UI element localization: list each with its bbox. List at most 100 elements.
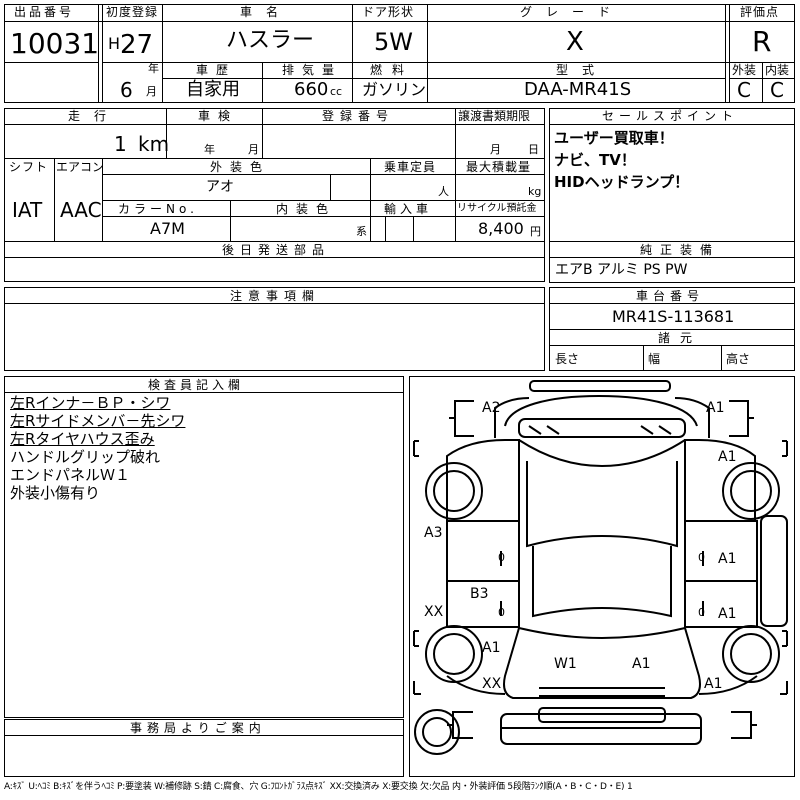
ext-color-label: 外装色 bbox=[210, 160, 271, 174]
inspector-line-3: 左Rタイヤハウス歪み bbox=[10, 430, 155, 448]
mark-w1-front: W1 bbox=[554, 656, 577, 672]
displacement-unit: cc bbox=[330, 85, 343, 98]
reg-no-label: 登録番号 bbox=[322, 109, 395, 123]
mark-xx-left-mid: XX bbox=[424, 604, 444, 620]
fuel: ガソリン bbox=[362, 80, 427, 99]
first-reg-year-unit: 年 bbox=[148, 62, 159, 75]
chassis-number: MR41S-113681 bbox=[612, 307, 735, 326]
office-label: 事務局よりご案内 bbox=[130, 721, 266, 735]
mark-a1-right-front-door: A1 bbox=[718, 606, 737, 622]
grade: X bbox=[566, 27, 584, 57]
mark-zero-left-rear: 0 bbox=[498, 551, 505, 564]
mark-a1-front-right: A1 bbox=[632, 656, 651, 672]
notes-box bbox=[4, 287, 545, 371]
load-label: 最大積載量 bbox=[466, 160, 532, 174]
mark-a1-rear-right: A1 bbox=[706, 400, 725, 416]
mileage-unit: km bbox=[138, 132, 170, 156]
displacement: 660 bbox=[294, 79, 329, 100]
shift: IAT bbox=[12, 198, 43, 222]
load-unit: kg bbox=[528, 185, 542, 198]
ext-color: アオ bbox=[206, 179, 234, 195]
color-no: A7M bbox=[150, 219, 185, 238]
ac-label: エアコン bbox=[56, 160, 105, 174]
capacity-label: 乗車定員 bbox=[384, 160, 437, 174]
recycle-unit: 円 bbox=[530, 225, 541, 238]
mark-a1-right-rear-door: A1 bbox=[718, 551, 737, 567]
door-label: ドア形状 bbox=[362, 5, 415, 19]
length-label: 長さ bbox=[555, 352, 580, 366]
car-damage-diagram bbox=[413, 380, 788, 755]
genuine-value: エアB アルミ PS PW bbox=[555, 262, 688, 278]
grade-label: グレード bbox=[520, 5, 625, 19]
notes-label: 注意事項欄 bbox=[230, 289, 321, 303]
score: R bbox=[752, 25, 772, 58]
recycle-label: リサイクル預託金 bbox=[457, 203, 537, 214]
first-reg-year: 27 bbox=[120, 30, 154, 60]
transfer-month-unit: 月 bbox=[490, 143, 501, 156]
fuel-label: 燃料 bbox=[370, 63, 415, 77]
mark-b3-left-front-door: B3 bbox=[470, 586, 489, 602]
score-label: 評価点 bbox=[740, 5, 780, 19]
mark-zero-right-rear: 0 bbox=[698, 551, 705, 564]
color-no-label: カラーNo. bbox=[118, 202, 198, 216]
inspection-month-unit: 月 bbox=[248, 143, 259, 156]
model: DAA-MR41S bbox=[524, 79, 632, 100]
model-label: 型式 bbox=[556, 63, 609, 77]
mark-a2-rear-left: A2 bbox=[482, 400, 501, 416]
later-parts-label: 後日発送部品 bbox=[222, 243, 331, 257]
width-label: 幅 bbox=[648, 352, 661, 366]
chassis-label: 車台番号 bbox=[636, 289, 705, 303]
import-label: 輸入車 bbox=[384, 202, 433, 216]
inspector-box bbox=[4, 376, 404, 718]
lot-no: 10031 bbox=[10, 27, 100, 60]
mark-zero-left-front: 0 bbox=[498, 606, 505, 619]
inspector-line-1: 左Rインナ－ＢＰ・シワ bbox=[10, 394, 171, 412]
history-label: 車歴 bbox=[196, 63, 237, 77]
int-color-unit: 系 bbox=[356, 225, 367, 238]
height-label: 高さ bbox=[726, 352, 751, 366]
first-reg-month: 6 bbox=[120, 78, 133, 102]
history: 自家用 bbox=[186, 79, 240, 100]
interior-grade: C bbox=[770, 78, 784, 102]
interior-label: 内装 bbox=[765, 63, 790, 77]
first-reg-month-unit: 月 bbox=[146, 85, 157, 98]
car-name: ハスラー bbox=[226, 28, 315, 53]
header-box bbox=[4, 4, 795, 103]
recycle: 8,400 bbox=[478, 219, 524, 238]
era: H bbox=[108, 34, 121, 53]
int-color-label: 内装色 bbox=[276, 202, 337, 216]
inspector-line-6: 外装小傷有り bbox=[10, 484, 101, 502]
mark-a1-front-right-corner: A1 bbox=[704, 676, 723, 692]
inspector-label: 検査員記入欄 bbox=[148, 378, 245, 392]
mark-xx-front-left: XX bbox=[482, 676, 502, 692]
door: 5W bbox=[374, 28, 413, 56]
shift-label: シフト bbox=[9, 160, 49, 174]
ac: AAC bbox=[60, 198, 102, 222]
capacity-unit: 人 bbox=[438, 185, 449, 198]
transfer-day-unit: 日 bbox=[528, 143, 539, 156]
sales-point-1: ユーザー買取車！ bbox=[554, 129, 674, 147]
lot-no-label: 出品番号 bbox=[14, 5, 75, 19]
inspector-line-5: エンドパネルＷ１ bbox=[10, 466, 131, 484]
car-name-label: 車名 bbox=[240, 5, 293, 19]
transfer-label: 譲渡書類期限 bbox=[458, 109, 531, 123]
dims-label: 諸元 bbox=[658, 331, 703, 345]
mark-a1-right-rear-wheel: A1 bbox=[718, 449, 737, 465]
inspector-line-4: ハンドルグリップ破れ bbox=[10, 448, 161, 466]
sales-point-3: HIDヘッドランプ！ bbox=[554, 173, 690, 191]
inspection-label: 車検 bbox=[198, 109, 239, 123]
genuine-label: 純正装備 bbox=[640, 243, 721, 257]
damage-diagram-box bbox=[409, 376, 795, 777]
office-box bbox=[4, 719, 404, 777]
exterior-grade: C bbox=[737, 78, 751, 102]
sales-points-label: セールスポイント bbox=[602, 109, 739, 123]
details-box bbox=[4, 108, 545, 282]
legend: A:ｷｽﾞ U:ﾍｺﾐ B:ｷｽﾞを伴うﾍｺﾐ P:要塗装 W:補修跡 S:錆 … bbox=[4, 782, 633, 792]
mark-a1-left-front-fender: A1 bbox=[482, 640, 501, 656]
genuine-box bbox=[549, 241, 795, 283]
displacement-label: 排気量 bbox=[282, 63, 343, 77]
mileage: 1 bbox=[114, 132, 127, 156]
exterior-label: 外装 bbox=[732, 63, 757, 77]
mark-a3-left-rear: A3 bbox=[424, 525, 443, 541]
inspector-line-2: 左Rサイドメンバ－先シワ bbox=[10, 412, 186, 430]
